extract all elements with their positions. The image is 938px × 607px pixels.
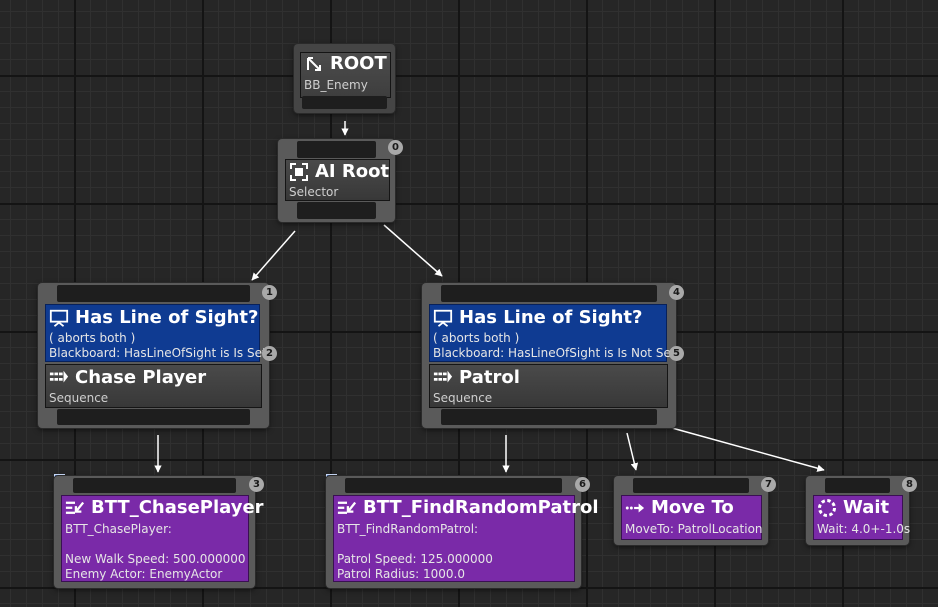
task-moveto-card: Move To MoveTo: PatrolLocation — [621, 495, 763, 540]
chase-output-pin[interactable] — [57, 409, 250, 425]
ai-root-output-pin[interactable] — [297, 202, 376, 219]
root-title: ROOT — [330, 53, 387, 74]
chase-composite-title: Chase Player — [75, 367, 207, 388]
chase-input-pin[interactable] — [57, 285, 250, 302]
task-find-line1: BTT_FindRandomPatrol: — [337, 522, 479, 536]
patrol-decorator[interactable]: Has Line of Sight? ( aborts both ) Black… — [429, 304, 676, 362]
sequence-arrows-icon — [433, 368, 453, 388]
root-subtitle: BB_Enemy — [304, 78, 368, 92]
task-chase-player-node[interactable]: BTT_ChasePlayer BTT_ChasePlayer: New Wal… — [54, 476, 264, 588]
chase-decorator-condition: Blackboard: HasLineOfSight is Is Set — [49, 346, 267, 360]
task-wait-title: Wait — [843, 497, 890, 518]
patrol-decorator-title: Has Line of Sight? — [459, 307, 643, 328]
wait-circle-icon — [817, 498, 837, 518]
sequence-arrows-icon — [49, 368, 69, 388]
task-icon — [337, 498, 357, 518]
index-badge-1: 1 — [262, 285, 277, 300]
chase-composite[interactable]: Chase Player Sequence — [45, 364, 262, 408]
task-find-card: BTT_FindRandomPatrol BTT_FindRandomPatro… — [333, 495, 599, 582]
index-badge-5: 5 — [669, 346, 684, 361]
task-chase-card: BTT_ChasePlayer BTT_ChasePlayer: New Wal… — [61, 495, 264, 582]
task-wait-line1: Wait: 4.0+-1.0s — [817, 522, 911, 536]
blackboard-board-icon — [433, 308, 453, 328]
index-badge-3: 3 — [249, 477, 264, 492]
chase-decorator[interactable]: Has Line of Sight? ( aborts both ) Black… — [45, 304, 267, 362]
patrol-decorator-aborts: ( aborts both ) — [433, 331, 520, 345]
task-chase-line3: Enemy Actor: EnemyActor — [65, 567, 223, 581]
blackboard-board-icon — [49, 308, 69, 328]
patrol-node[interactable]: Has Line of Sight? ( aborts both ) Black… — [422, 283, 676, 428]
root-node[interactable]: ROOT BB_Enemy — [294, 44, 395, 113]
task-icon — [65, 498, 85, 518]
selector-icon — [289, 162, 309, 182]
chase-composite-subtitle: Sequence — [49, 391, 109, 405]
task-wait-card: Wait Wait: 4.0+-1.0s — [813, 495, 910, 540]
task-chase-title: BTT_ChasePlayer — [91, 497, 264, 518]
task-moveto-input-pin[interactable] — [633, 478, 749, 493]
ai-root-node[interactable]: AI Root Selector — [278, 139, 395, 222]
patrol-input-pin[interactable] — [441, 285, 657, 302]
task-wait-node[interactable]: Wait Wait: 4.0+-1.0s — [806, 476, 910, 545]
chase-decorator-aborts: ( aborts both ) — [49, 331, 136, 345]
patrol-composite-title: Patrol — [459, 367, 520, 388]
chase-decorator-title: Has Line of Sight? — [75, 307, 259, 328]
ai-root-card: AI Root Selector — [285, 159, 390, 201]
ai-root-subtitle: Selector — [289, 185, 339, 199]
index-badge-4: 4 — [669, 285, 684, 300]
wire-patrol-wait — [671, 427, 825, 472]
task-find-line3: Patrol Radius: 1000.0 — [337, 567, 465, 581]
patrol-decorator-condition: Blackboard: HasLineOfSight is Is Not Set — [433, 346, 676, 360]
task-find-patrol-node[interactable]: BTT_FindRandomPatrol BTT_FindRandomPatro… — [326, 476, 599, 588]
index-badge-0: 0 — [388, 140, 403, 155]
root-card: ROOT BB_Enemy — [300, 52, 391, 98]
patrol-composite-subtitle: Sequence — [433, 391, 493, 405]
task-chase-line1: BTT_ChasePlayer: — [65, 522, 172, 536]
task-find-title: BTT_FindRandomPatrol — [363, 497, 599, 518]
patrol-output-pin[interactable] — [441, 409, 657, 425]
wire-patrol-moveto — [626, 432, 639, 471]
patrol-composite[interactable]: Patrol Sequence — [429, 364, 668, 408]
task-find-line2: Patrol Speed: 125.000000 — [337, 552, 493, 566]
root-output-pin[interactable] — [302, 96, 387, 109]
task-moveto-line1: MoveTo: PatrolLocation — [625, 522, 763, 536]
index-badge-8: 8 — [902, 477, 917, 492]
task-wait-input-pin[interactable] — [825, 478, 890, 493]
index-badge-2: 2 — [262, 346, 277, 361]
wire-airoot-chase — [251, 230, 296, 281]
task-chase-input-pin[interactable] — [73, 478, 236, 493]
task-chase-line2: New Walk Speed: 500.000000 — [65, 552, 246, 566]
task-moveto-title: Move To — [651, 497, 734, 518]
wire-airoot-patrol — [383, 224, 443, 277]
index-badge-6: 6 — [575, 477, 590, 492]
task-move-to-node[interactable]: Move To MoveTo: PatrolLocation — [614, 476, 768, 545]
ai-root-input-pin[interactable] — [297, 141, 376, 158]
chase-player-node[interactable]: Has Line of Sight? ( aborts both ) Black… — [38, 283, 269, 428]
index-badge-7: 7 — [761, 477, 776, 492]
task-find-input-pin[interactable] — [345, 478, 562, 493]
root-arrows-icon — [304, 54, 324, 74]
ai-root-title: AI Root — [315, 161, 390, 182]
move-to-icon — [625, 498, 645, 518]
